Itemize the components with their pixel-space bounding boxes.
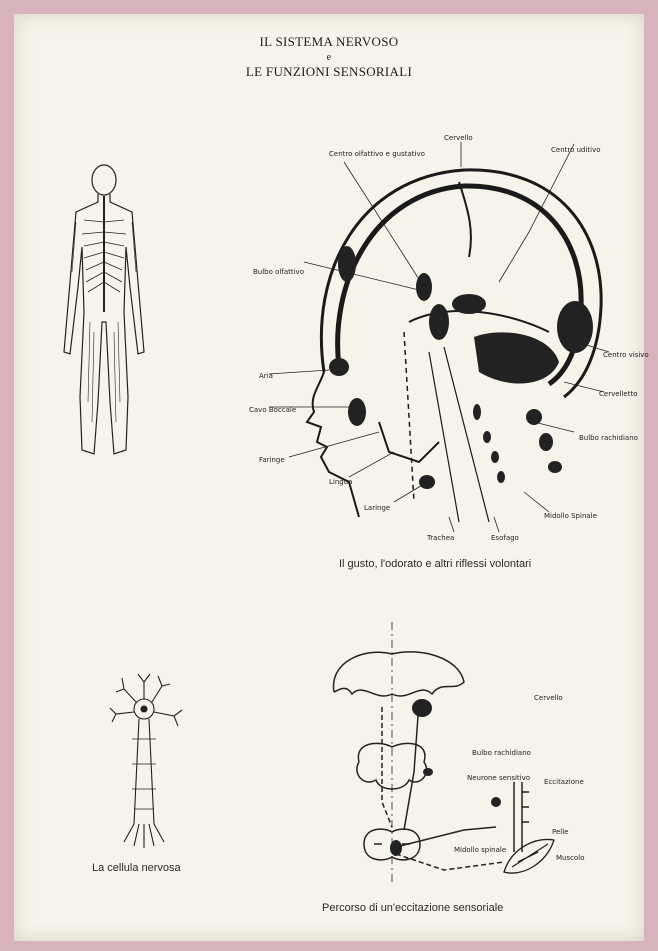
label-trachea: Trachea	[426, 534, 454, 542]
label-cervelletto: Cervelletto	[599, 390, 638, 398]
label-faringe: Faringe	[259, 456, 285, 464]
head-cross-section-figure: Cervello Centro olfattivo e gustativo Ce…	[229, 122, 619, 542]
nerve-cell-figure	[104, 664, 194, 854]
page-title-line1: IL SISTEMA NERVOSO	[14, 34, 644, 50]
label-cavo-boccale: Cavo Boccale	[249, 406, 296, 414]
label-centro-uditivo: Centro uditivo	[551, 146, 601, 154]
path-figure-caption: Percorso di un'eccitazione sensoriale	[322, 902, 503, 914]
label-lingua: Lingua	[329, 478, 352, 486]
label-path-pelle: Pelle	[552, 828, 568, 836]
cell-figure-caption: La cellula nervosa	[92, 862, 181, 874]
label-cervello: Cervello	[444, 134, 473, 142]
label-esofago: Esofago	[491, 534, 519, 542]
document-page: IL SISTEMA NERVOSO e LE FUNZIONI SENSORI…	[14, 14, 644, 941]
label-path-neurone: Neurone sensitivo	[467, 774, 530, 782]
label-bulbo-olfattivo: Bulbo olfattivo	[253, 268, 304, 276]
head-figure-caption: Il gusto, l'odorato e altri riflessi vol…	[339, 558, 531, 570]
label-laringe: Laringe	[364, 504, 390, 512]
label-midollo-spinale: Midollo Spinale	[544, 512, 597, 520]
sensory-pathway-figure: Cervello Bulbo rachidiano Neurone sensit…	[324, 622, 624, 882]
label-centro-visivo: Centro visivo	[603, 351, 649, 359]
label-path-cervello: Cervello	[534, 694, 563, 702]
human-body-nervous-system-figure	[54, 162, 154, 462]
label-path-midollo: Midollo spinale	[454, 846, 506, 854]
label-aria: Aria	[259, 372, 273, 380]
page-title-line3: LE FUNZIONI SENSORIALI	[14, 64, 644, 80]
label-bulbo-rachidiano: Bulbo rachidiano	[579, 434, 638, 442]
label-path-eccitazione: Eccitazione	[544, 778, 584, 786]
label-path-bulbo: Bulbo rachidiano	[472, 749, 531, 757]
label-centro-olfattivo: Centro olfattivo e gustativo	[329, 150, 425, 158]
page-title-line2: e	[14, 52, 644, 63]
label-path-muscolo: Muscolo	[556, 854, 584, 862]
